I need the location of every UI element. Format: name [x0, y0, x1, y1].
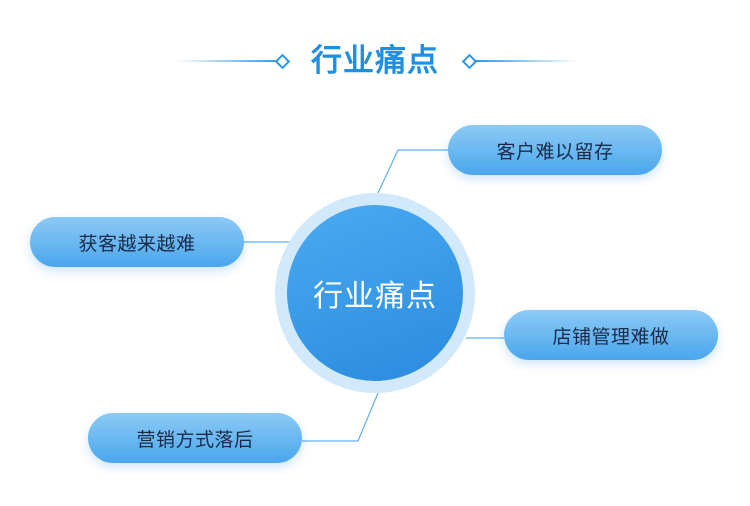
header-line-left: [176, 60, 280, 62]
center-node-inner: 行业痛点: [287, 205, 463, 381]
connector-bottom-left: [302, 392, 379, 442]
node-customer-retention: 客户难以留存: [448, 125, 662, 175]
connector-top-right: [377, 149, 448, 194]
node-marketing-methods: 营销方式落后: [88, 413, 302, 463]
center-node: 行业痛点: [275, 193, 475, 393]
node-store-management: 店铺管理难做: [504, 310, 718, 360]
node-label: 店铺管理难做: [552, 325, 670, 348]
node-label: 客户难以留存: [496, 140, 614, 163]
node-label: 营销方式落后: [136, 428, 254, 451]
center-node-label: 行业痛点: [313, 279, 437, 314]
section-header: 行业痛点: [0, 36, 750, 86]
node-customer-acquisition: 获客越来越难: [30, 217, 244, 267]
page-title: 行业痛点: [311, 43, 439, 79]
header-line-right: [474, 60, 578, 62]
node-label: 获客越来越难: [78, 232, 196, 255]
